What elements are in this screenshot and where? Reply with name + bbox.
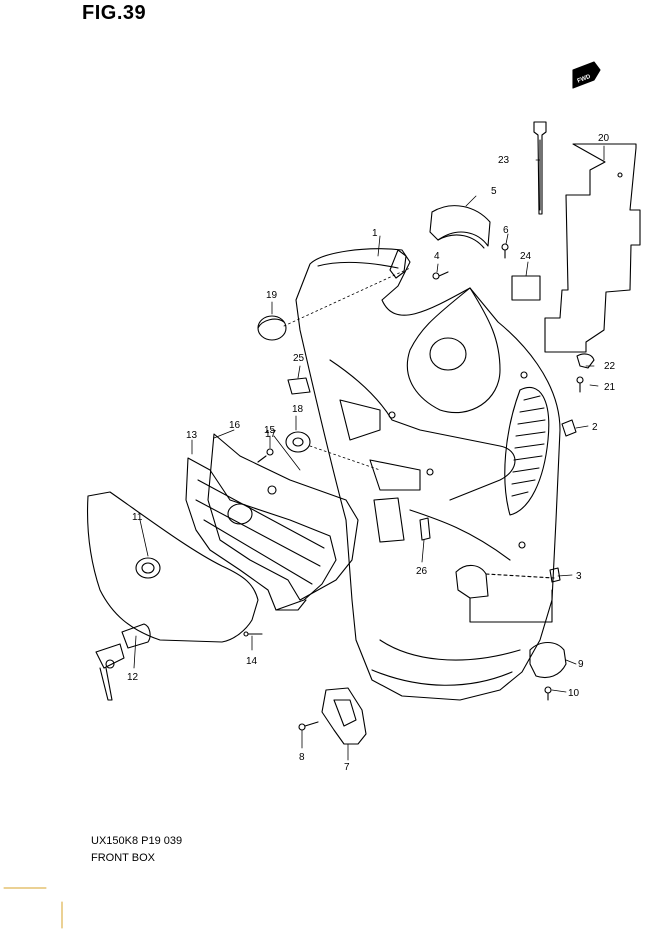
part-3-dashed-leader — [485, 573, 555, 579]
part-3-nut — [549, 567, 561, 583]
assembly-name: FRONT BOX — [91, 852, 155, 864]
callout-22: 22 — [604, 361, 616, 372]
part-20-bracket-plate — [544, 143, 641, 353]
part-13-frame — [185, 457, 337, 611]
part-5-edge — [437, 234, 485, 249]
callout-15: 15 — [264, 425, 276, 436]
callout-26: 26 — [416, 566, 428, 577]
callout-18: 18 — [292, 404, 304, 415]
callout-9: 9 — [578, 659, 584, 670]
part-15-screw — [257, 448, 274, 463]
part-16-inner-panel — [207, 433, 359, 601]
part-19-cap — [257, 315, 287, 341]
figure-title: FIG.39 — [82, 2, 147, 24]
callout-21: 21 — [604, 382, 616, 393]
leader-lines — [133, 145, 605, 761]
callout-12: 12 — [127, 672, 139, 683]
callout-11: 11 — [132, 512, 143, 523]
part-22-washer — [576, 353, 595, 369]
part-1-front-box — [295, 248, 561, 701]
fwd-label: FWD — [577, 74, 593, 85]
callout-14: 14 — [246, 656, 258, 667]
part-18-grommet — [285, 431, 311, 453]
part-21-screw — [576, 376, 584, 393]
part-small-plate — [373, 497, 405, 543]
part-9-lid — [529, 641, 567, 679]
part-14-pin — [243, 631, 263, 637]
callout-17: 17 — [265, 429, 277, 440]
callout-25: 25 — [293, 353, 305, 364]
part-26-pad — [419, 517, 431, 541]
callout-6: 6 — [503, 225, 509, 236]
part-7-latch — [321, 687, 367, 745]
forward-direction-badge: FWD — [572, 61, 601, 89]
callout-24: 24 — [520, 251, 532, 262]
callout-16: 16 — [229, 420, 241, 431]
callout-19: 19 — [266, 290, 278, 301]
part-24-pad — [511, 275, 541, 301]
part-12-key-cylinder — [95, 623, 151, 701]
callout-1: 1 — [372, 228, 378, 239]
part-23-cable-tie — [533, 121, 547, 215]
callout-10: 10 — [568, 688, 580, 699]
callout-5: 5 — [491, 186, 497, 197]
callout-20: 20 — [598, 133, 610, 144]
part-3-leader-bracket — [469, 589, 553, 623]
callout-labels: 1 2 3 4 5 6 7 8 9 10 11 12 13 14 15 16 1… — [127, 133, 616, 773]
callout-8: 8 — [299, 752, 305, 763]
part-5-cover — [429, 205, 491, 247]
part-2-clip — [561, 419, 577, 437]
callout-2: 2 — [592, 422, 598, 433]
part-6-screw — [501, 243, 509, 259]
part-10-screw — [544, 686, 552, 701]
callout-23: 23 — [498, 155, 510, 166]
model-code: UX150K8 P19 039 — [91, 835, 183, 847]
part-11-outer-lid — [86, 491, 259, 643]
callout-3: 3 — [576, 571, 582, 582]
part-hook-bracket — [455, 564, 489, 599]
crop-marks — [3, 887, 63, 929]
part-4-screw — [432, 271, 449, 280]
part-25-pad — [287, 377, 311, 395]
callout-7: 7 — [344, 762, 350, 773]
part-8-screw — [298, 721, 319, 731]
callout-4: 4 — [434, 251, 440, 262]
callout-13: 13 — [186, 430, 198, 441]
